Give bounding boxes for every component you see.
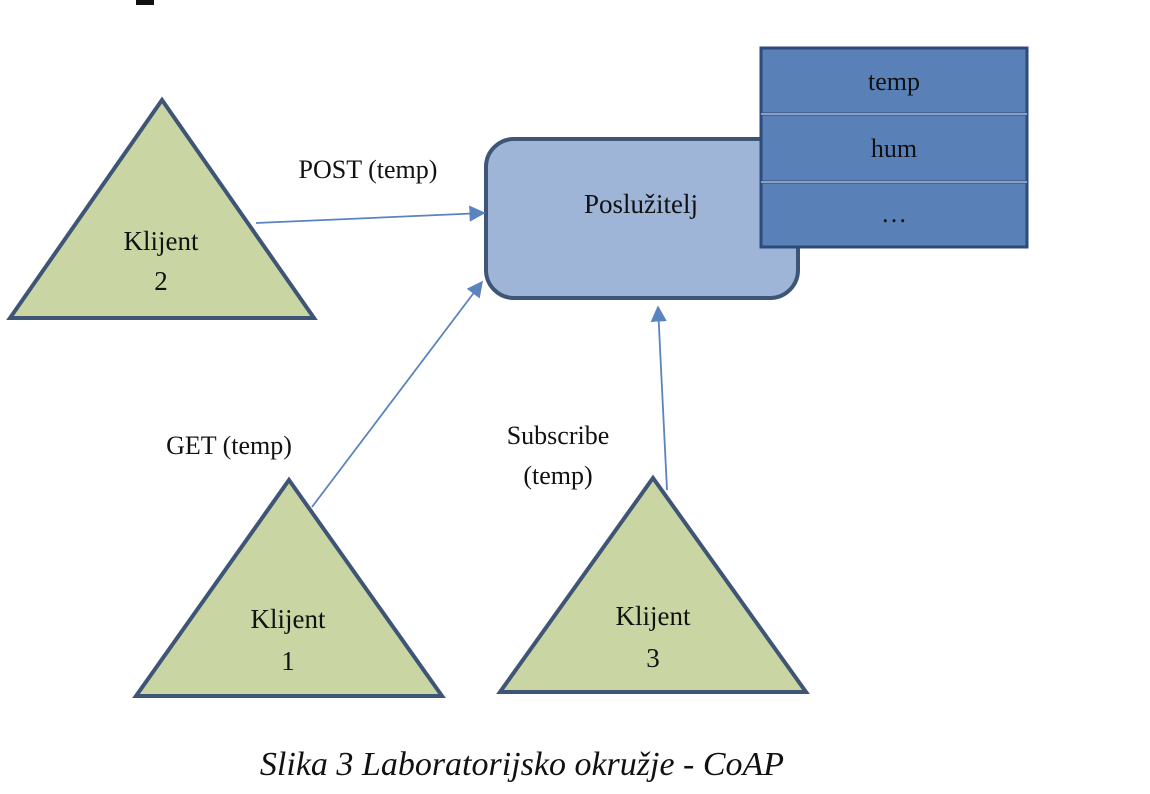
get-arrow <box>311 280 483 508</box>
get-label: GET (temp) <box>166 431 292 460</box>
client-3-number: 3 <box>646 643 660 673</box>
subscribe-arrow <box>650 305 668 491</box>
figure-caption: Slika 3 Laboratorijsko okružje - CoAP <box>260 746 784 783</box>
client-2-node <box>6 96 318 320</box>
client-1-node <box>132 476 446 698</box>
resource-label-more: … <box>881 199 907 228</box>
client-1-number: 1 <box>281 646 295 676</box>
post-label: POST (temp) <box>299 155 438 184</box>
client-3-name: Klijent <box>616 601 691 631</box>
client-1-name: Klijent <box>251 604 326 634</box>
resource-store: temp hum … <box>759 46 1029 249</box>
cropped-heading-fragment <box>136 0 154 5</box>
subscribe-label-line2: (temp) <box>523 461 592 490</box>
post-arrow <box>255 205 486 224</box>
client-3-node <box>496 474 810 694</box>
server-label: Poslužitelj <box>584 189 698 219</box>
client-2-number: 2 <box>154 266 168 296</box>
subscribe-label-line1: Subscribe <box>507 421 610 450</box>
resource-row <box>759 46 1029 116</box>
client-2-name: Klijent <box>124 226 199 256</box>
resource-label-hum: hum <box>871 134 917 163</box>
resource-label-temp: temp <box>868 67 920 96</box>
resource-row <box>759 180 1029 249</box>
